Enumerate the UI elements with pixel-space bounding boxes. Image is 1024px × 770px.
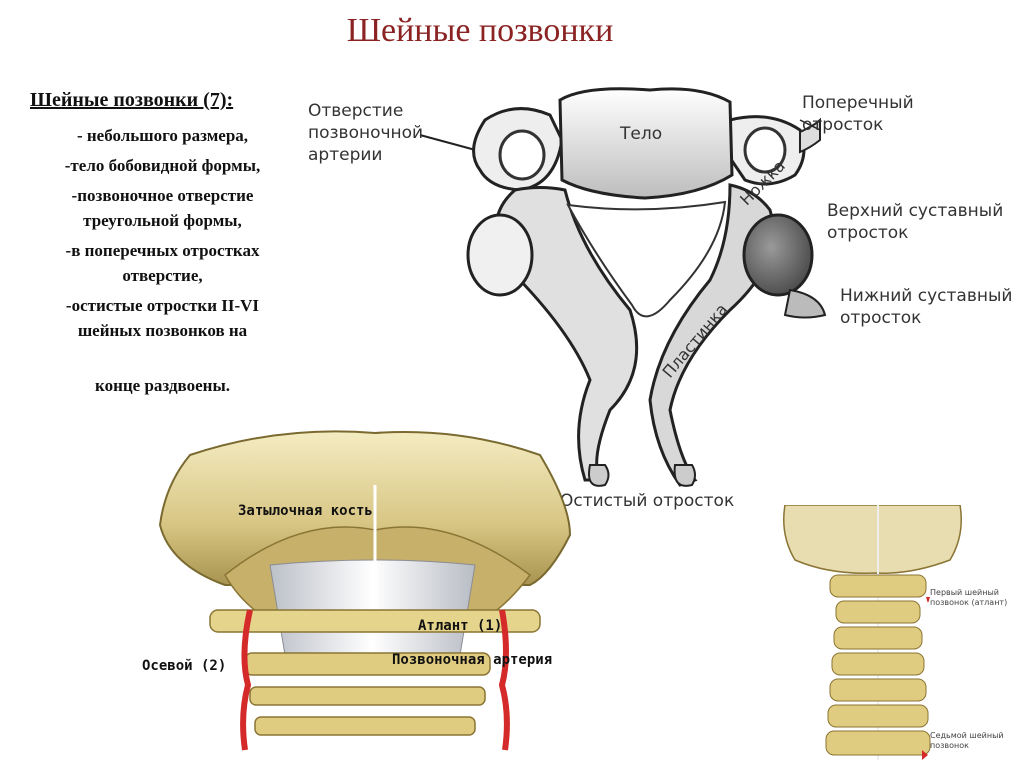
description-line: -в поперечных отростках — [65, 241, 260, 260]
inferior-articular-process — [783, 288, 827, 319]
label-first-vertebra: Первый шейный позвонок (атлант) — [930, 588, 1008, 607]
vertebra — [249, 686, 486, 706]
description-line: -тело бобовидной формы, — [64, 156, 261, 175]
label-inferior-articular: Нижний суставный отросток — [840, 286, 1013, 328]
spinous-tip-left — [588, 464, 610, 487]
atlas-vertebra — [209, 609, 541, 633]
vertebral-body — [558, 87, 734, 200]
pointer-line — [799, 119, 821, 131]
neck-drawing — [783, 504, 962, 760]
description-line: -позвоночное отверстие — [71, 186, 254, 205]
right-vertebral-artery — [498, 609, 510, 751]
skull-illustration: Затылочная кость Атлант (1) Осевой (2) П… — [130, 425, 620, 765]
left-transverse-foramen — [498, 129, 546, 181]
arrow-seventh — [922, 750, 928, 760]
spinous-tip-right — [673, 464, 696, 487]
vertebra-column — [825, 574, 931, 756]
label-axis: Осевой (2) — [142, 658, 227, 674]
label-artery-foramen: Отверстие позвоночной артерии — [308, 101, 424, 165]
vertebra-diagram: Отверстие позвоночной артерии Тело Попер… — [300, 80, 1020, 520]
description-text: Шейные позвонки (7): - небольшого размер… — [20, 88, 305, 403]
vertebral-foramen — [566, 200, 727, 318]
description-line: -остистые отростки II-VI — [65, 296, 260, 315]
skull-drawing — [158, 430, 572, 751]
description-line: шейных позвонков на — [77, 321, 248, 340]
description-line: отверстие, — [122, 266, 203, 285]
skull-base — [783, 504, 962, 574]
page-title: Шейные позвонки — [346, 12, 614, 49]
label-superior-articular: Верхний суставный отросток — [827, 201, 1004, 243]
left-vertebral-artery — [240, 609, 253, 751]
arrow-atlas — [926, 597, 930, 603]
label-body: Тело — [620, 124, 663, 144]
superior-articular-facet — [742, 213, 814, 297]
description-line: конце раздвоены. — [95, 376, 230, 395]
left-articular-process — [466, 213, 534, 297]
description-line: - небольшого размера, — [76, 126, 249, 145]
label-seventh-vertebra: Седьмой шейный позвонок — [930, 731, 1004, 750]
label-transverse-process: Поперечный отросток — [802, 93, 914, 135]
vertebra — [254, 716, 476, 736]
label-occipital: Затылочная кость — [238, 503, 373, 519]
description-heading: Шейные позвонки (7): — [30, 89, 234, 111]
label-atlas: Атлант (1) — [418, 618, 503, 634]
description-line: треугольной формы, — [83, 211, 242, 230]
neck-illustration: Первый шейный позвонок (атлант) Седьмой … — [780, 504, 1020, 765]
right-transverse-foramen — [743, 126, 787, 174]
label-vertebral-artery: Позвоночная артерия — [392, 652, 553, 668]
vertebra-illustration — [419, 87, 827, 487]
label-spinous-process: Остистый отросток — [560, 491, 735, 511]
